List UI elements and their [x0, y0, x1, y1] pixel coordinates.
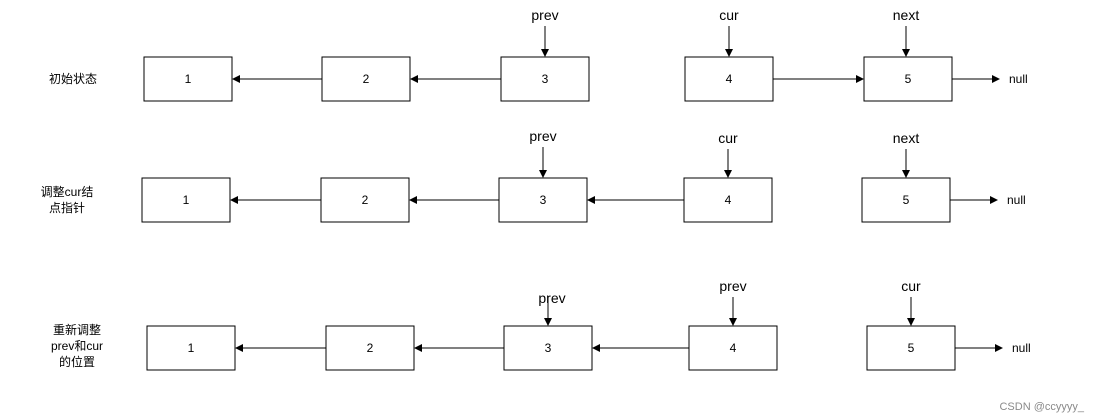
row-label: 初始状态 — [49, 72, 97, 86]
svg-text:4: 4 — [730, 341, 737, 355]
svg-text:4: 4 — [725, 193, 732, 207]
svg-text:2: 2 — [363, 72, 370, 86]
node-box-1: 1 — [141, 177, 231, 223]
row-initial-state: 初始状态 1 2 3 4 5 null prev cur next — [49, 7, 1028, 102]
node-box-2: 2 — [321, 56, 411, 102]
node-box-4: 4 — [688, 325, 778, 371]
node-box-2: 2 — [320, 177, 410, 223]
svg-text:1: 1 — [185, 72, 192, 86]
pointer-label-cur: cur — [901, 278, 921, 294]
svg-text:3: 3 — [542, 72, 549, 86]
row-label-line-3: 的位置 — [59, 354, 95, 369]
pointer-label-prev: prev — [529, 128, 556, 144]
row-label-line-1: 重新调整 — [53, 322, 101, 337]
svg-text:3: 3 — [540, 193, 547, 207]
row-label-line-1: 调整cur结 — [41, 184, 94, 199]
pointer-label-prev: prev — [719, 278, 746, 294]
svg-text:5: 5 — [903, 193, 910, 207]
null-label: null — [1012, 341, 1031, 355]
svg-text:1: 1 — [183, 193, 190, 207]
node-box-4: 4 — [684, 56, 774, 102]
node-box-4: 4 — [683, 177, 773, 223]
node-box-1: 1 — [146, 325, 236, 371]
node-box-5: 5 — [861, 177, 951, 223]
row-adjust-cur-pointer: 调整cur结 点指针 1 2 3 4 5 null prev cur — [41, 128, 1026, 223]
pointer-label-cur: cur — [718, 130, 738, 146]
row-label-line-2: prev和cur — [51, 339, 103, 353]
svg-text:4: 4 — [726, 72, 733, 86]
node-box-3: 3 — [503, 325, 593, 371]
pointer-label-cur: cur — [719, 7, 739, 23]
pointer-label-prev: prev — [538, 290, 565, 306]
null-label: null — [1009, 72, 1028, 86]
svg-text:2: 2 — [362, 193, 369, 207]
pointer-label-prev: prev — [531, 7, 558, 23]
node-box-3: 3 — [500, 56, 590, 102]
watermark: CSDN @ccyyyy_ — [999, 401, 1084, 413]
svg-text:3: 3 — [545, 341, 552, 355]
svg-text:5: 5 — [908, 341, 915, 355]
node-box-1: 1 — [143, 56, 233, 102]
svg-text:2: 2 — [367, 341, 374, 355]
null-label: null — [1007, 193, 1026, 207]
node-box-5: 5 — [866, 325, 956, 371]
svg-text:1: 1 — [188, 341, 195, 355]
node-box-5: 5 — [863, 56, 953, 102]
row-reposition-prev-cur: 重新调整 prev和cur 的位置 1 2 3 4 5 null prev — [51, 278, 1031, 371]
row-label-line-2: 点指针 — [49, 200, 85, 215]
node-box-2: 2 — [325, 325, 415, 371]
svg-text:5: 5 — [905, 72, 912, 86]
node-box-3: 3 — [498, 177, 588, 223]
pointer-label-next: next — [893, 130, 920, 146]
pointer-label-next: next — [893, 7, 920, 23]
